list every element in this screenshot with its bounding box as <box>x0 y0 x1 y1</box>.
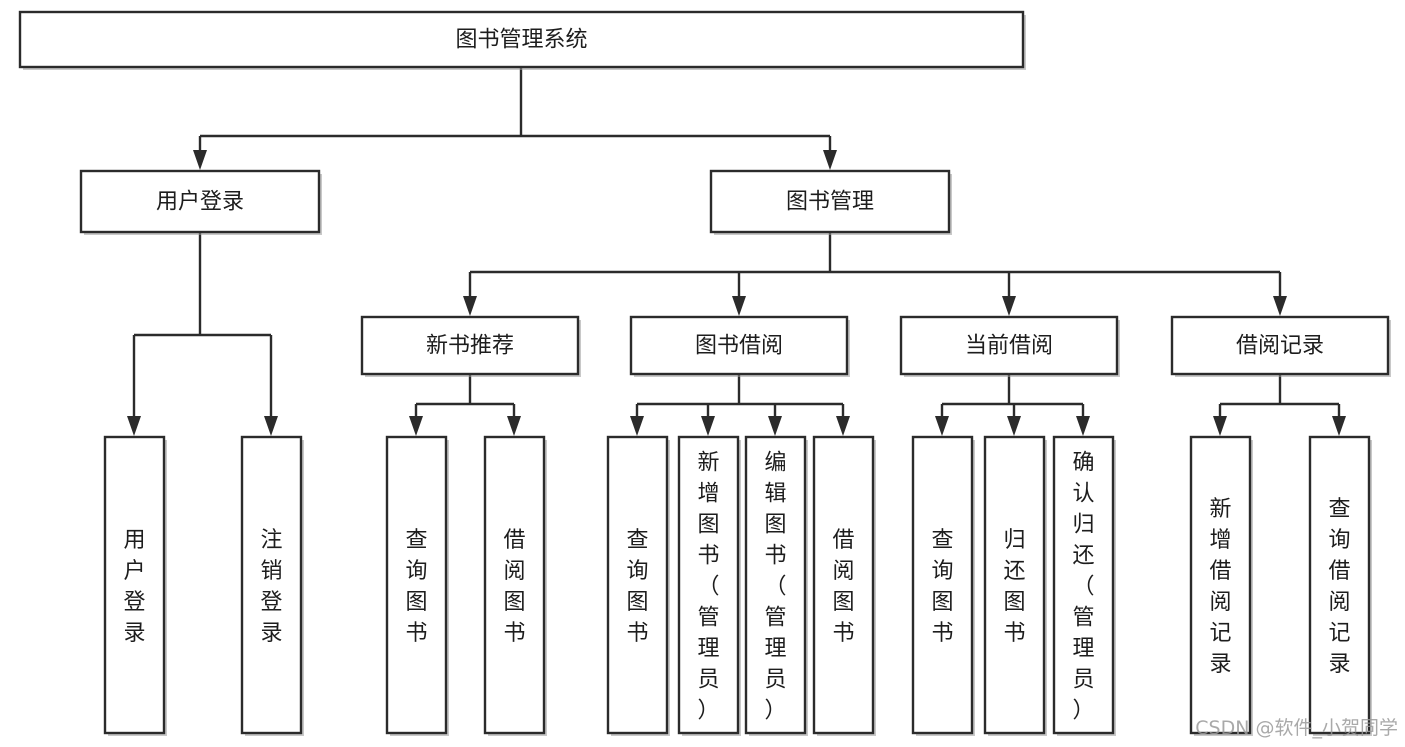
node-box[interactable] <box>812 435 875 735</box>
node-label: 新增图书（管理员） <box>697 451 719 724</box>
node-leaf-add-record[interactable]: 新增借阅记录 <box>1189 435 1253 736</box>
node-box[interactable] <box>677 435 740 735</box>
arrow-head-icon <box>1332 416 1346 436</box>
arrow-head-icon <box>701 416 715 436</box>
connector-root-to-level2 <box>193 67 837 170</box>
node-box[interactable] <box>360 315 580 376</box>
arrow-head-icon <box>507 416 521 436</box>
arrow-head-icon <box>768 416 782 436</box>
node-leaf-edit-book[interactable]: 编辑图书（管理员） <box>744 435 808 736</box>
arrow-head-icon <box>463 296 477 316</box>
node-book-borrow[interactable]: 图书借阅 <box>629 315 850 377</box>
node-leaf-logout[interactable]: 注销登录 <box>240 435 304 736</box>
connector-borrow-record-to-leaves <box>1213 374 1346 436</box>
node-leaf-borrow-book-rec[interactable]: 借阅图书 <box>483 435 547 736</box>
arrow-head-icon <box>836 416 850 436</box>
node-label: 用户登录 <box>156 190 244 215</box>
node-label: 借阅图书 <box>503 528 525 646</box>
arrow-head-icon <box>1213 416 1227 436</box>
arrow-head-icon <box>823 150 837 170</box>
node-user-login[interactable]: 用户登录 <box>79 169 322 235</box>
node-leaf-query-book-cur[interactable]: 查询图书 <box>911 435 975 736</box>
connector-new-book-rec-to-leaves <box>409 374 521 436</box>
node-label: 查询图书 <box>626 528 648 646</box>
node-leaf-return-book[interactable]: 归还图书 <box>983 435 1047 736</box>
node-current-borrow[interactable]: 当前借阅 <box>899 315 1120 377</box>
node-box[interactable] <box>1308 435 1371 735</box>
node-label: 查询借阅记录 <box>1328 497 1350 677</box>
node-leaf-query-book-rec[interactable]: 查询图书 <box>385 435 449 736</box>
arrow-head-icon <box>935 416 949 436</box>
node-layer: 图书管理系统用户登录图书管理新书推荐图书借阅当前借阅借阅记录用户登录注销登录查询… <box>18 10 1391 736</box>
connector-book-manage-to-level3 <box>463 232 1287 316</box>
node-new-book-rec[interactable]: 新书推荐 <box>360 315 581 377</box>
node-box[interactable] <box>385 435 448 735</box>
arrow-head-icon <box>732 296 746 316</box>
node-box[interactable] <box>103 435 166 735</box>
arrow-head-icon <box>1007 416 1021 436</box>
node-label: 当前借阅 <box>965 334 1053 359</box>
node-leaf-borrow-book[interactable]: 借阅图书 <box>812 435 876 736</box>
arrow-head-icon <box>1076 416 1090 436</box>
node-leaf-query-book-borrow[interactable]: 查询图书 <box>606 435 670 736</box>
node-box[interactable] <box>483 435 546 735</box>
node-label: 新书推荐 <box>426 334 514 359</box>
arrow-head-icon <box>264 416 278 436</box>
connector-current-borrow-to-leaves <box>935 374 1090 436</box>
node-box[interactable] <box>899 315 1119 376</box>
node-box[interactable] <box>1189 435 1252 735</box>
node-label: 图书管理 <box>786 190 874 215</box>
arrow-head-icon <box>193 150 207 170</box>
node-borrow-record[interactable]: 借阅记录 <box>1170 315 1391 377</box>
node-box[interactable] <box>18 10 1025 69</box>
node-label: 借阅记录 <box>1236 334 1324 359</box>
node-box[interactable] <box>606 435 669 735</box>
node-leaf-add-book[interactable]: 新增图书（管理员） <box>677 435 741 736</box>
node-box[interactable] <box>911 435 974 735</box>
node-box[interactable] <box>1170 315 1390 376</box>
node-box[interactable] <box>1052 435 1115 735</box>
node-leaf-confirm-return[interactable]: 确认归还（管理员） <box>1052 435 1116 736</box>
csdn-watermark: CSDN @软件_小贺同学 <box>1195 717 1398 739</box>
node-label: 查询图书 <box>931 528 953 646</box>
node-box[interactable] <box>709 169 951 234</box>
arrow-head-icon <box>127 416 141 436</box>
arrow-head-icon <box>409 416 423 436</box>
node-box[interactable] <box>744 435 807 735</box>
node-leaf-query-record[interactable]: 查询借阅记录 <box>1308 435 1372 736</box>
node-label: 用户登录 <box>123 528 145 646</box>
node-box[interactable] <box>79 169 321 234</box>
node-label: 借阅图书 <box>832 528 854 646</box>
node-book-manage[interactable]: 图书管理 <box>709 169 952 235</box>
node-root[interactable]: 图书管理系统 <box>18 10 1026 70</box>
node-label: 图书管理系统 <box>455 28 587 53</box>
node-label: 确认归还（管理员） <box>1072 451 1094 724</box>
node-leaf-user-login[interactable]: 用户登录 <box>103 435 167 736</box>
node-box[interactable] <box>629 315 849 376</box>
node-label: 注销登录 <box>260 528 282 646</box>
node-label: 查询图书 <box>405 528 427 646</box>
arrow-head-icon <box>630 416 644 436</box>
node-label: 图书借阅 <box>695 334 783 359</box>
connector-book-borrow-to-leaves <box>630 374 850 436</box>
node-box[interactable] <box>983 435 1046 735</box>
node-label: 归还图书 <box>1003 528 1025 646</box>
arrow-head-icon <box>1273 296 1287 316</box>
connector-layer <box>127 67 1346 436</box>
node-label: 新增借阅记录 <box>1209 497 1231 677</box>
arrow-head-icon <box>1002 296 1016 316</box>
node-box[interactable] <box>240 435 303 735</box>
node-label: 编辑图书（管理员） <box>764 451 786 724</box>
connector-user-login-to-leaves <box>127 232 278 436</box>
